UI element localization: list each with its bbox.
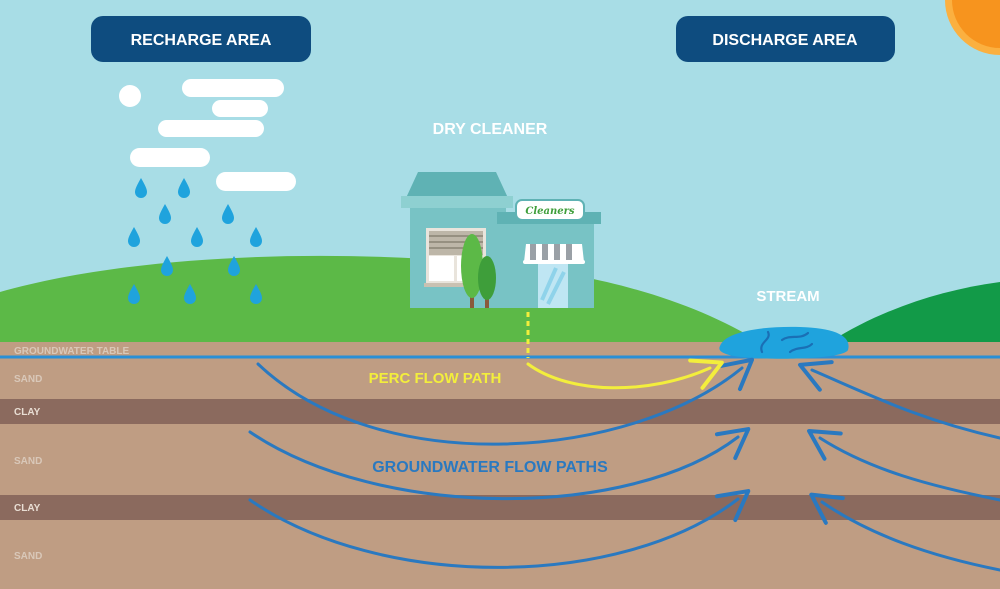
stream-label: STREAM <box>756 288 819 305</box>
recharge-area-badge: RECHARGE AREA <box>91 16 311 62</box>
perc-flow-arrow <box>526 358 724 390</box>
rain-drops <box>128 178 262 304</box>
flow-arrow-right-1 <box>798 360 1000 440</box>
groundwater-table-label: GROUNDWATER TABLE <box>14 346 130 357</box>
clay-layer-label-1: CLAY <box>14 407 41 418</box>
dry-cleaner-label: DRY CLEANER <box>433 121 548 138</box>
flow-arrow-right-3 <box>809 492 1000 572</box>
flow-arrow-right-2 <box>807 428 1000 502</box>
sand-layer-label-1: SAND <box>14 374 42 385</box>
sand-layer-label-3: SAND <box>14 551 42 562</box>
groundwater-flow-paths-label: GROUNDWATER FLOW PATHS <box>372 459 608 476</box>
grass-hill-right <box>830 282 1000 342</box>
sand-layer-label-2: SAND <box>14 456 42 467</box>
sun-icon <box>945 0 1000 55</box>
flow-arrow-left-3 <box>248 489 751 569</box>
cleaners-sign: Cleaners <box>515 199 585 221</box>
clay-layer-label-2: CLAY <box>14 503 41 514</box>
recharge-area-label: RECHARGE AREA <box>131 32 272 49</box>
sign-label: Cleaners <box>525 206 575 217</box>
discharge-area-label: DISCHARGE AREA <box>712 32 858 49</box>
layer-sand-bottom <box>0 520 1000 589</box>
flow-arrow-left-2 <box>248 427 751 501</box>
stream <box>719 326 849 359</box>
discharge-area-badge: DISCHARGE AREA <box>676 16 895 62</box>
flow-arrow-left-1 <box>256 357 755 446</box>
groundwater-flow-arrows <box>248 357 1000 572</box>
perc-flow-path-label: PERC FLOW PATH <box>369 370 502 387</box>
clouds <box>119 79 296 191</box>
layer-clay-1 <box>0 399 1000 424</box>
